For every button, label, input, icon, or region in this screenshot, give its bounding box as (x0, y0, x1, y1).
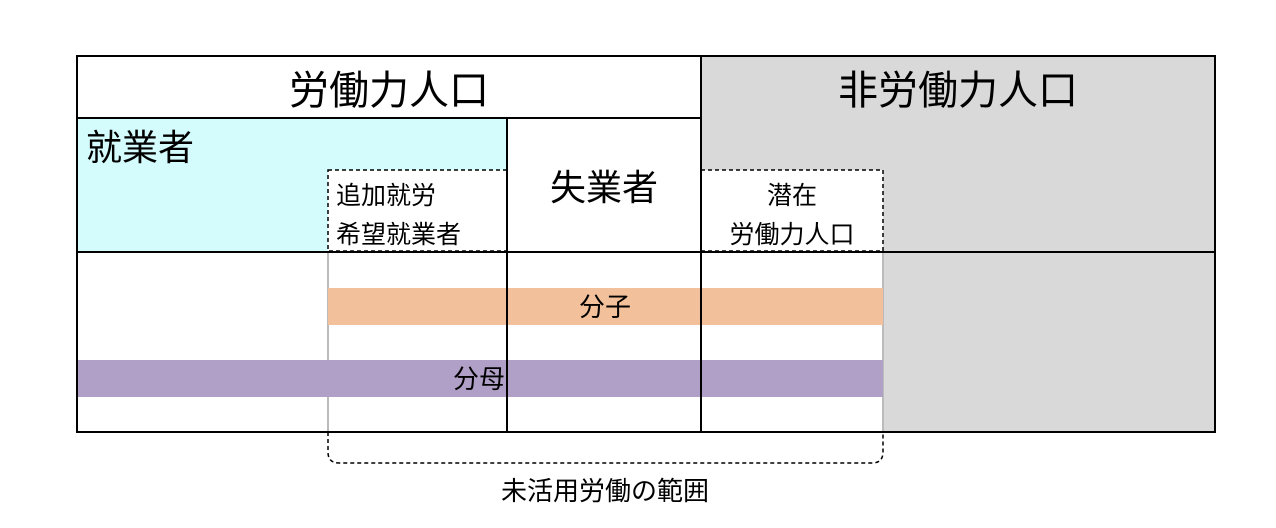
underutilization-label: 未活用労働の範囲 (501, 477, 709, 507)
denominator-bar (77, 360, 883, 397)
denominator-label: 分母 (453, 365, 505, 395)
potential-line2: 労働力人口 (729, 220, 854, 249)
lower-white-region (77, 252, 883, 432)
underutilization-bracket (327, 432, 884, 464)
non-labor-force-label: 非労働力人口 (838, 68, 1078, 114)
numerator-label: 分子 (579, 293, 631, 323)
outer-frame (76, 55, 1216, 433)
additional-work-line2: 希望就業者 (336, 220, 461, 249)
numerator-bar (328, 288, 883, 325)
employed-label: 就業者 (86, 128, 194, 169)
additional-work-line1: 追加就労 (336, 181, 436, 210)
unemployed-region (507, 119, 701, 251)
potential-line1: 潜在 (767, 181, 817, 210)
labor-force-label: 労働力人口 (289, 68, 489, 114)
unemployed-label: 失業者 (550, 168, 658, 209)
